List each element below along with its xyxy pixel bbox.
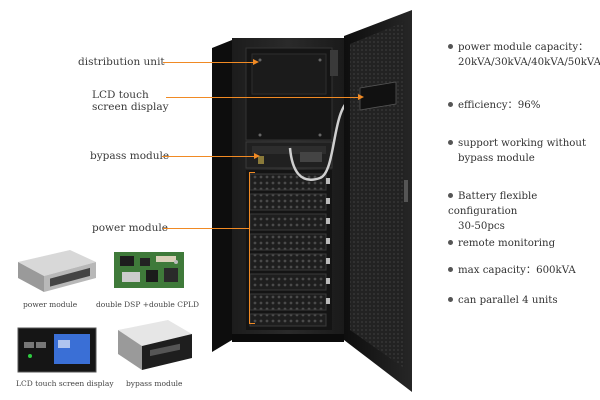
bracket-bottom xyxy=(249,323,255,324)
feature-parallel: can parallel 4 units xyxy=(448,293,598,308)
callout-power-module: power module xyxy=(92,222,168,234)
feature-battery-config: Battery flexible configuration 30-50pcs xyxy=(448,191,538,232)
callout-lcd-display: LCD touch screen display xyxy=(92,89,169,113)
feature-no-bypass: support working without bypass module xyxy=(448,136,598,166)
bracket-top xyxy=(249,172,255,173)
arrow-distribution-unit xyxy=(253,59,259,65)
callout-bypass-module: bypass module xyxy=(90,150,170,162)
bracket-power-module xyxy=(249,172,250,324)
leader-power-module xyxy=(163,228,249,229)
feature-max-capacity: max capacity：600kVA xyxy=(448,263,598,278)
leader-distribution-unit xyxy=(163,62,253,63)
power-module-stack xyxy=(246,170,332,330)
leader-bypass-module xyxy=(162,156,254,157)
bullet-icon xyxy=(448,101,453,107)
caption-dsp-board: double DSP +double CPLD xyxy=(96,300,199,309)
bullet-icon xyxy=(448,266,453,272)
bullet-icon xyxy=(448,192,453,198)
caption-power-module: power module xyxy=(23,300,78,309)
leader-lcd-display xyxy=(166,97,358,98)
bullet-icon xyxy=(448,43,453,49)
arrow-bypass-module xyxy=(254,153,260,159)
feature-remote-monitoring: remote monitoring xyxy=(448,236,598,251)
feature-power-capacity: power module capacity： 20kVA/30kVA/40kVA… xyxy=(448,40,600,70)
arrow-lcd-display xyxy=(358,94,364,100)
bullet-icon xyxy=(448,239,453,245)
callout-distribution-unit: distribution unit xyxy=(78,56,165,68)
bullet-icon xyxy=(448,296,453,302)
caption-bypass-module: bypass module xyxy=(126,379,183,388)
bullet-icon xyxy=(448,139,453,145)
feature-efficiency: efficiency：96% xyxy=(448,98,598,113)
caption-lcd-display: LCD touch screen display xyxy=(16,379,114,388)
